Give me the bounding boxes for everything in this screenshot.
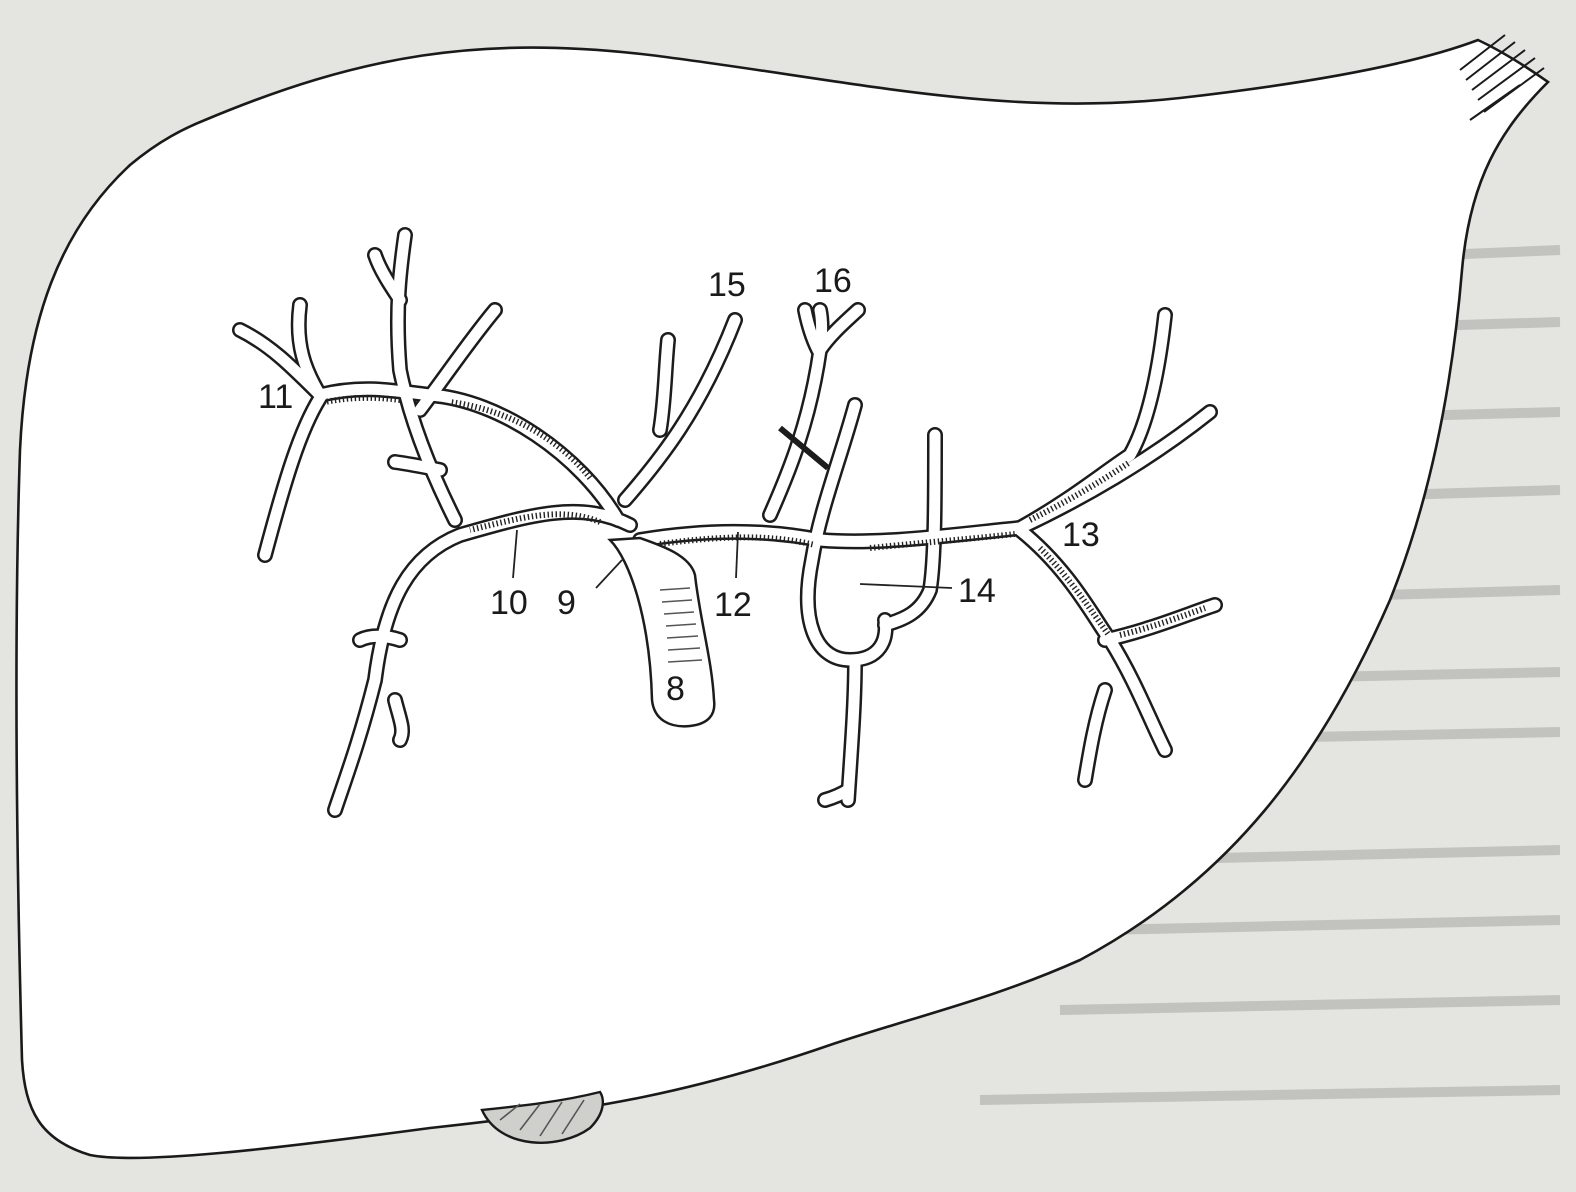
label-16: 16 — [814, 262, 852, 300]
label-14: 14 — [958, 572, 996, 610]
label-15: 15 — [708, 266, 746, 304]
label-10: 10 — [490, 584, 528, 622]
label-12: 12 — [714, 586, 752, 624]
label-8: 8 — [666, 670, 685, 708]
label-11: 11 — [258, 378, 293, 416]
liver-outline — [16, 40, 1548, 1158]
label-9: 9 — [557, 584, 576, 622]
label-13: 13 — [1062, 516, 1100, 554]
